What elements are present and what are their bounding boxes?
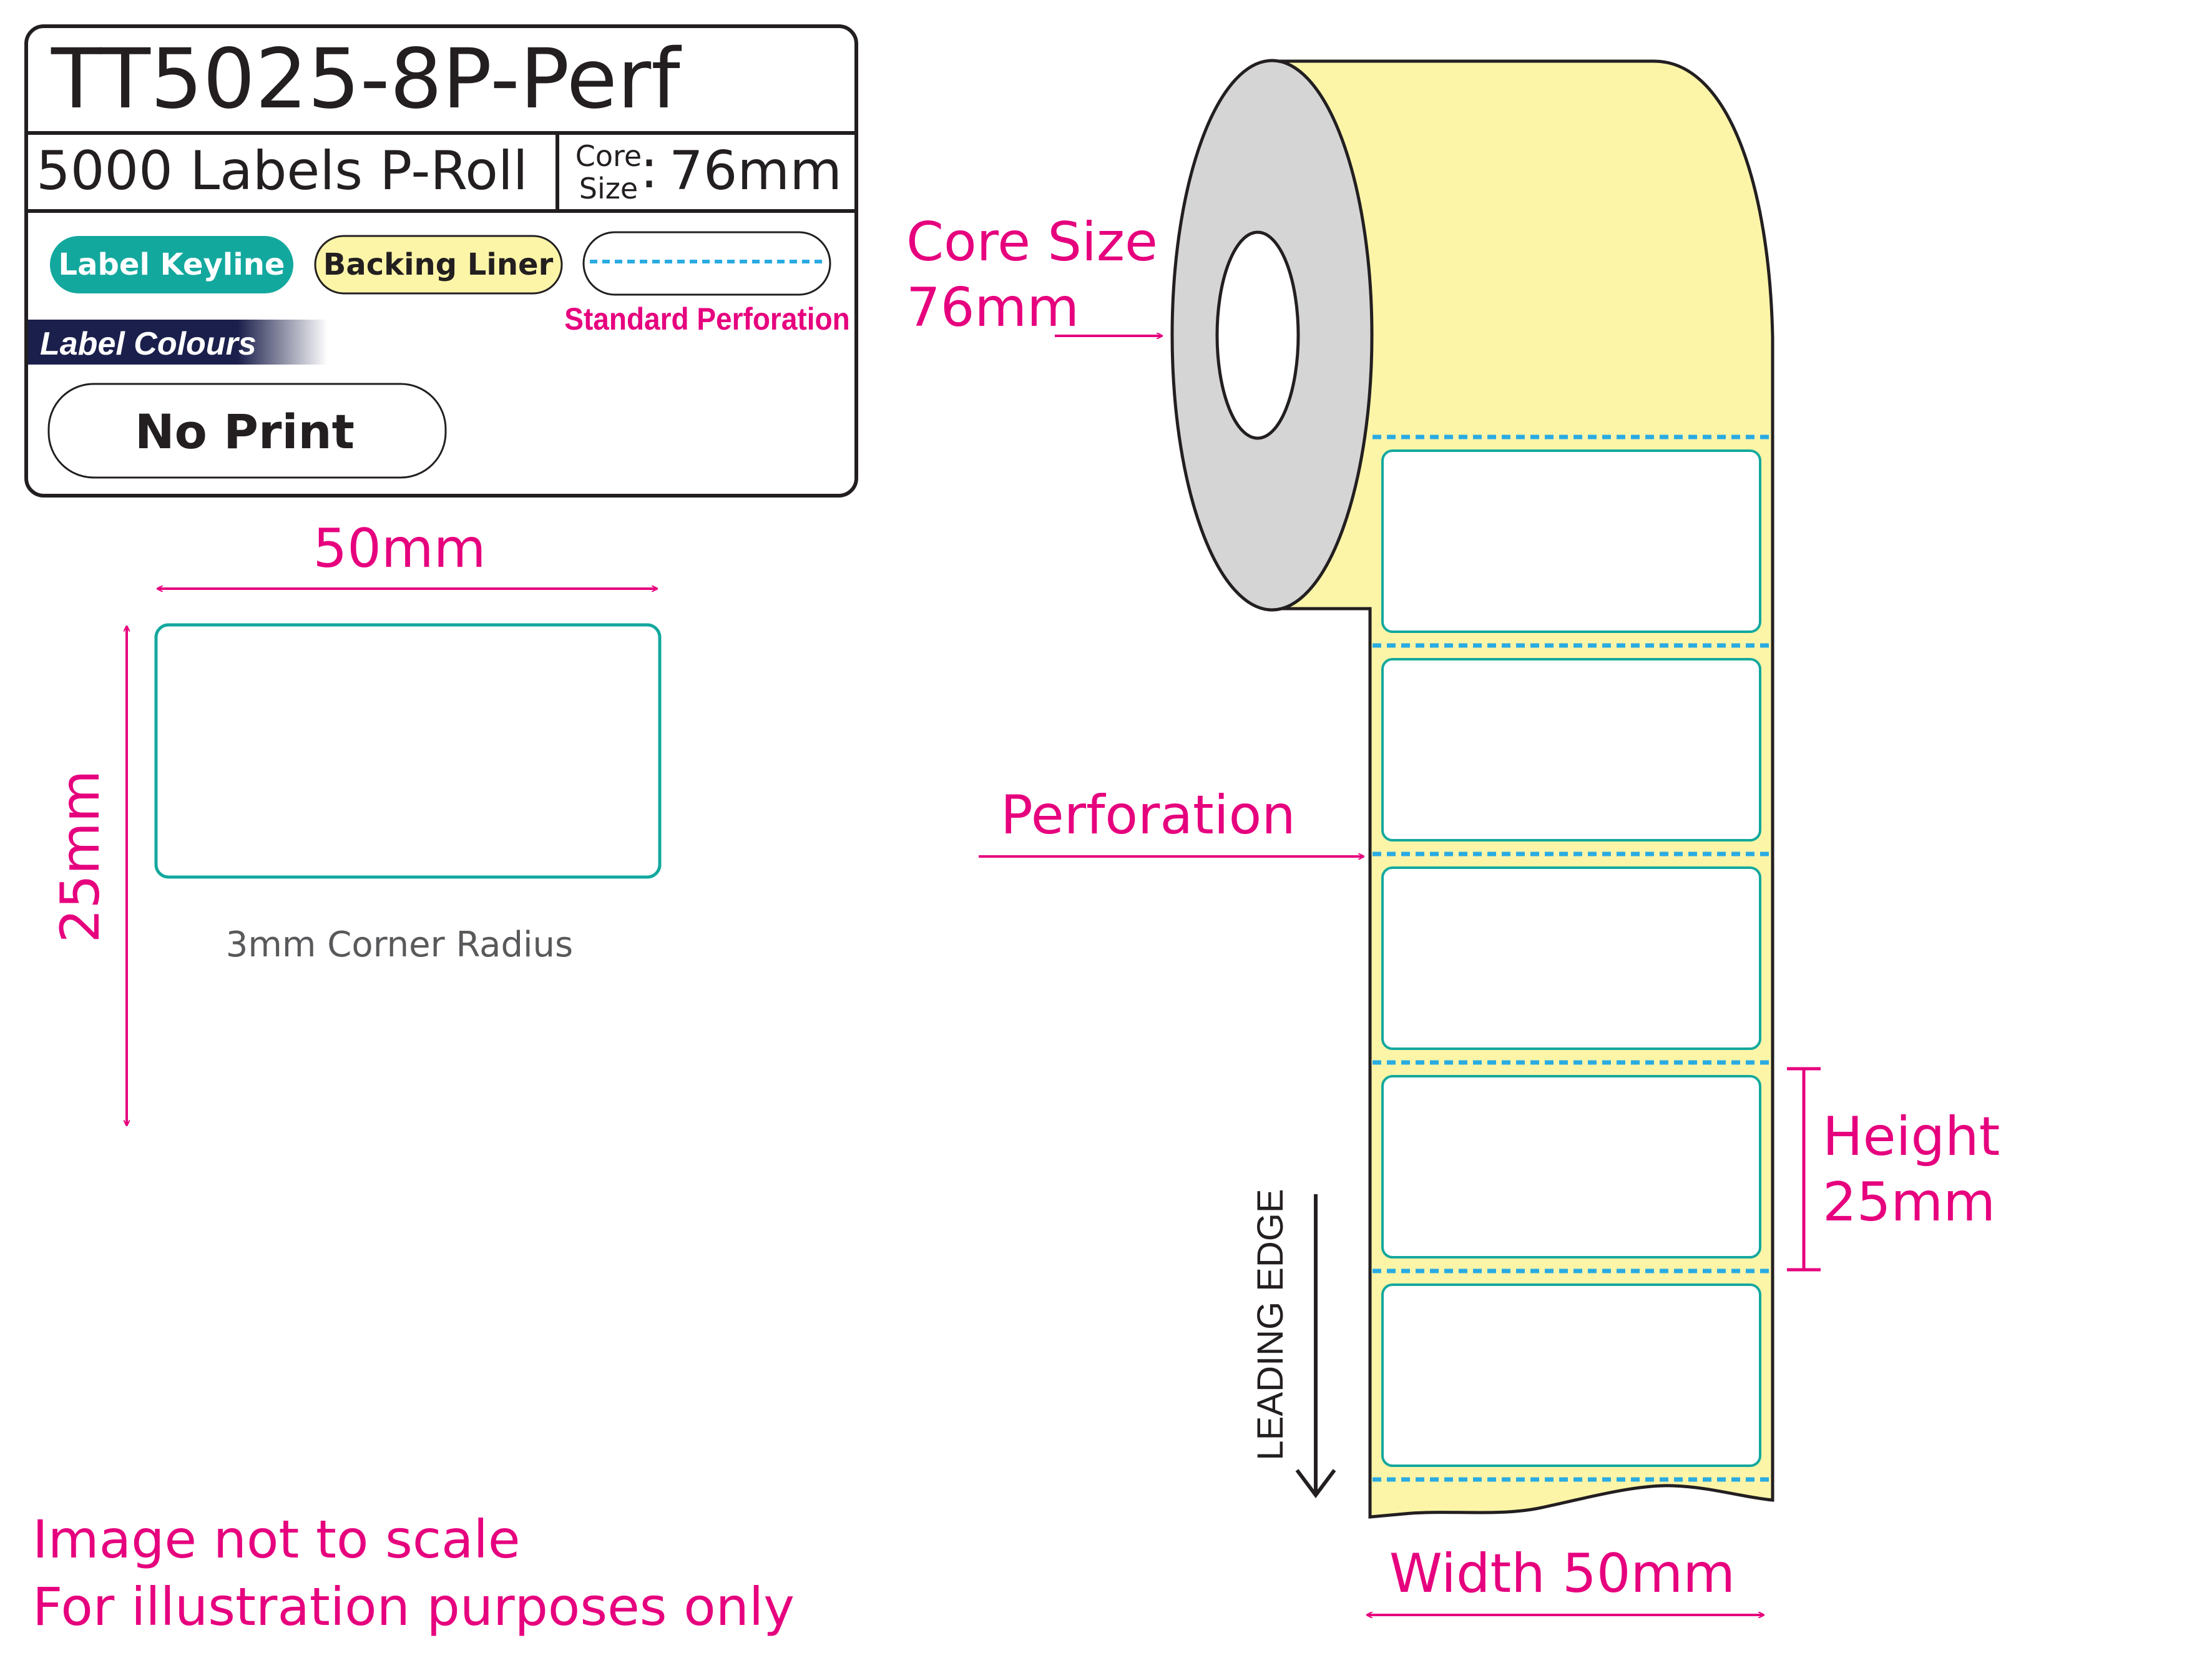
roll-label (1381, 1075, 1761, 1258)
roll-label (1381, 866, 1761, 1050)
print-option-pill (47, 383, 447, 479)
core-size-line2: 76mm (906, 277, 1079, 339)
roll-label (1381, 449, 1761, 633)
leading-edge-arrow (1295, 1194, 1336, 1498)
product-code: TT5025-8P-Perf (51, 31, 682, 127)
note-line2: For illustration purposes only (32, 1576, 795, 1637)
roll-label (1381, 1283, 1761, 1467)
roll-illustration: Core Size 76mm Perforation Height 25mm L… (906, 59, 2000, 1615)
label-colours-heading: Label Colours (40, 326, 257, 362)
label-detail: 50mm 25mm 3mm Corner Radius (49, 518, 662, 1126)
core-colon: : (640, 138, 658, 200)
core-hole (1215, 230, 1300, 440)
corner-radius-text: 3mm Corner Radius (226, 925, 573, 965)
legend-perforation-label: Standard Perforation (564, 302, 849, 336)
core-value: 76mm (669, 140, 842, 202)
roll-height-line1: Height (1823, 1106, 2000, 1168)
label-shape (154, 623, 662, 879)
note-line1: Image not to scale (32, 1509, 521, 1570)
leading-edge-label: LEADING EDGE (1250, 1189, 1291, 1460)
core-label-line1: Core (575, 139, 642, 173)
roll-label (1381, 658, 1761, 841)
info-box: TT5025-8P-Perf 5000 Labels P-Roll Core S… (24, 24, 858, 498)
label-height-text: 25mm (49, 770, 112, 943)
roll-width-text: Width 50mm (1389, 1543, 1735, 1605)
roll-height-line2: 25mm (1823, 1171, 1995, 1234)
labels-per-roll: 5000 Labels P-Roll (36, 140, 528, 202)
core-size-line1: Core Size (906, 211, 1158, 273)
perforation-label: Perforation (1001, 784, 1296, 846)
legend-keyline-pill (50, 236, 293, 293)
height-bracket (1787, 1067, 1821, 1272)
legend-liner-label: Backing Liner (323, 247, 554, 282)
core-label-line2: Size (579, 172, 638, 205)
notes: Image not to scale For illustration purp… (32, 1509, 795, 1637)
legend-keyline-label: Label Keyline (59, 247, 285, 282)
label-colours-bar (28, 320, 328, 365)
print-option-label: No Print (135, 404, 355, 459)
legend-liner-pill (314, 235, 563, 295)
label-width-text: 50mm (313, 518, 486, 580)
roll-labels (1373, 434, 1770, 1482)
